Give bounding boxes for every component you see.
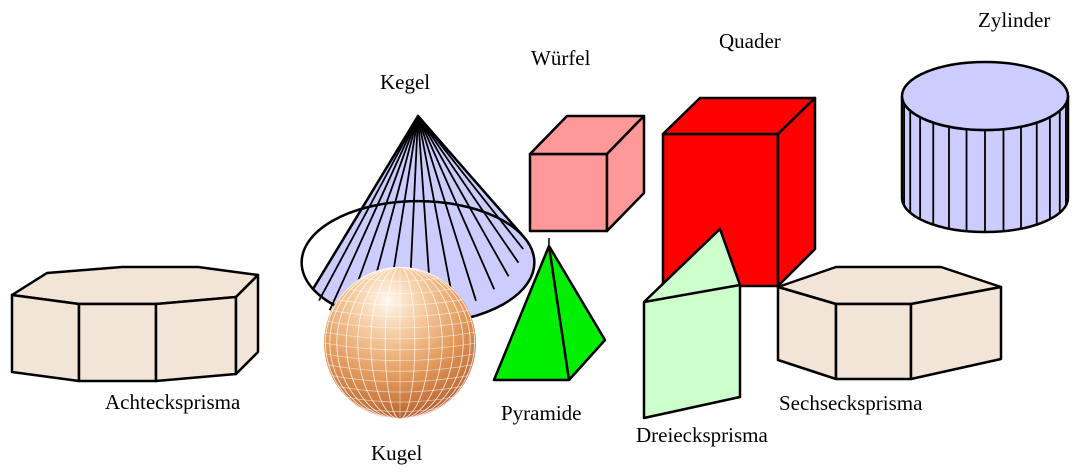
sechseck-face-3 — [909, 285, 1003, 381]
label-wuerfel: Würfel — [531, 46, 591, 70]
kugel-grid-lines — [324, 267, 476, 419]
quader-side — [776, 96, 817, 288]
kugel-latitude — [324, 331, 476, 340]
wuerfel-shape — [528, 114, 646, 233]
kugel-longitude — [370, 267, 430, 419]
kegel-surface-line — [318, 115, 419, 301]
kegel-surface-line — [417, 115, 524, 250]
kugel-latitude — [324, 353, 476, 361]
dreieck-edge — [643, 283, 741, 304]
kugel-latitude — [337, 386, 463, 393]
kugel-shape — [324, 267, 476, 419]
zylinder-surface-lines — [903, 103, 1067, 232]
kegel-base-edge — [300, 199, 524, 290]
kugel-latitude — [327, 320, 473, 329]
label-kegel: Kegel — [380, 70, 430, 94]
sechseck-face-2 — [834, 302, 913, 381]
pyramide-edge — [547, 245, 571, 381]
achteck-face-1 — [10, 293, 81, 383]
achteck-face-3 — [154, 295, 238, 383]
kugel-longitude — [325, 267, 475, 419]
dreieckprisma-shape — [642, 227, 742, 420]
kugel-longitude — [329, 267, 471, 419]
kegel-surface-line — [417, 115, 510, 277]
kugel-latitude — [346, 288, 454, 294]
wuerfel-side — [605, 114, 646, 233]
kegel-surface-line — [417, 115, 456, 311]
kugel-longitude — [336, 267, 464, 419]
label-dreieckprisma: Dreiecksprisma — [636, 423, 768, 447]
kugel-latitude — [327, 364, 473, 372]
kugel-longitude — [357, 267, 443, 419]
quader-shape — [661, 96, 817, 288]
achteckprisma-shape — [10, 265, 260, 383]
kugel-longitude — [345, 267, 455, 419]
kegel-surface-line — [417, 115, 496, 290]
kugel-body — [324, 267, 476, 419]
kegel-surface-line — [417, 115, 477, 302]
kegel-surface-line — [328, 115, 419, 311]
label-kugel: Kugel — [371, 441, 422, 465]
dreieck-body — [642, 227, 742, 420]
sechseckprisma-shape — [776, 265, 1003, 381]
sechseck-face-1 — [776, 285, 838, 381]
kugel-latitude — [324, 342, 476, 351]
kugel-latitude — [360, 277, 440, 282]
wuerfel-front — [528, 152, 609, 233]
label-sechseckprisma: Sechsecksprisma — [779, 391, 923, 415]
label-quader: Quader — [719, 29, 781, 53]
pyramide-shape — [492, 244, 607, 382]
kugel-latitude — [331, 375, 469, 383]
zylinder-top — [900, 60, 1070, 132]
achteck-face-4 — [234, 273, 260, 376]
label-achteckprisma: Achtecksprisma — [105, 390, 241, 414]
label-pyramide: Pyramide — [501, 401, 581, 425]
kugel-latitude — [346, 396, 454, 403]
kugel-latitude — [337, 299, 463, 306]
zylinder-shape — [900, 60, 1070, 234]
kugel-latitude — [331, 310, 469, 318]
achteck-face-2 — [77, 302, 158, 383]
label-zylinder: Zylinder — [978, 8, 1050, 32]
kegel-surface-line — [417, 115, 520, 264]
kugel-longitude — [384, 267, 416, 419]
